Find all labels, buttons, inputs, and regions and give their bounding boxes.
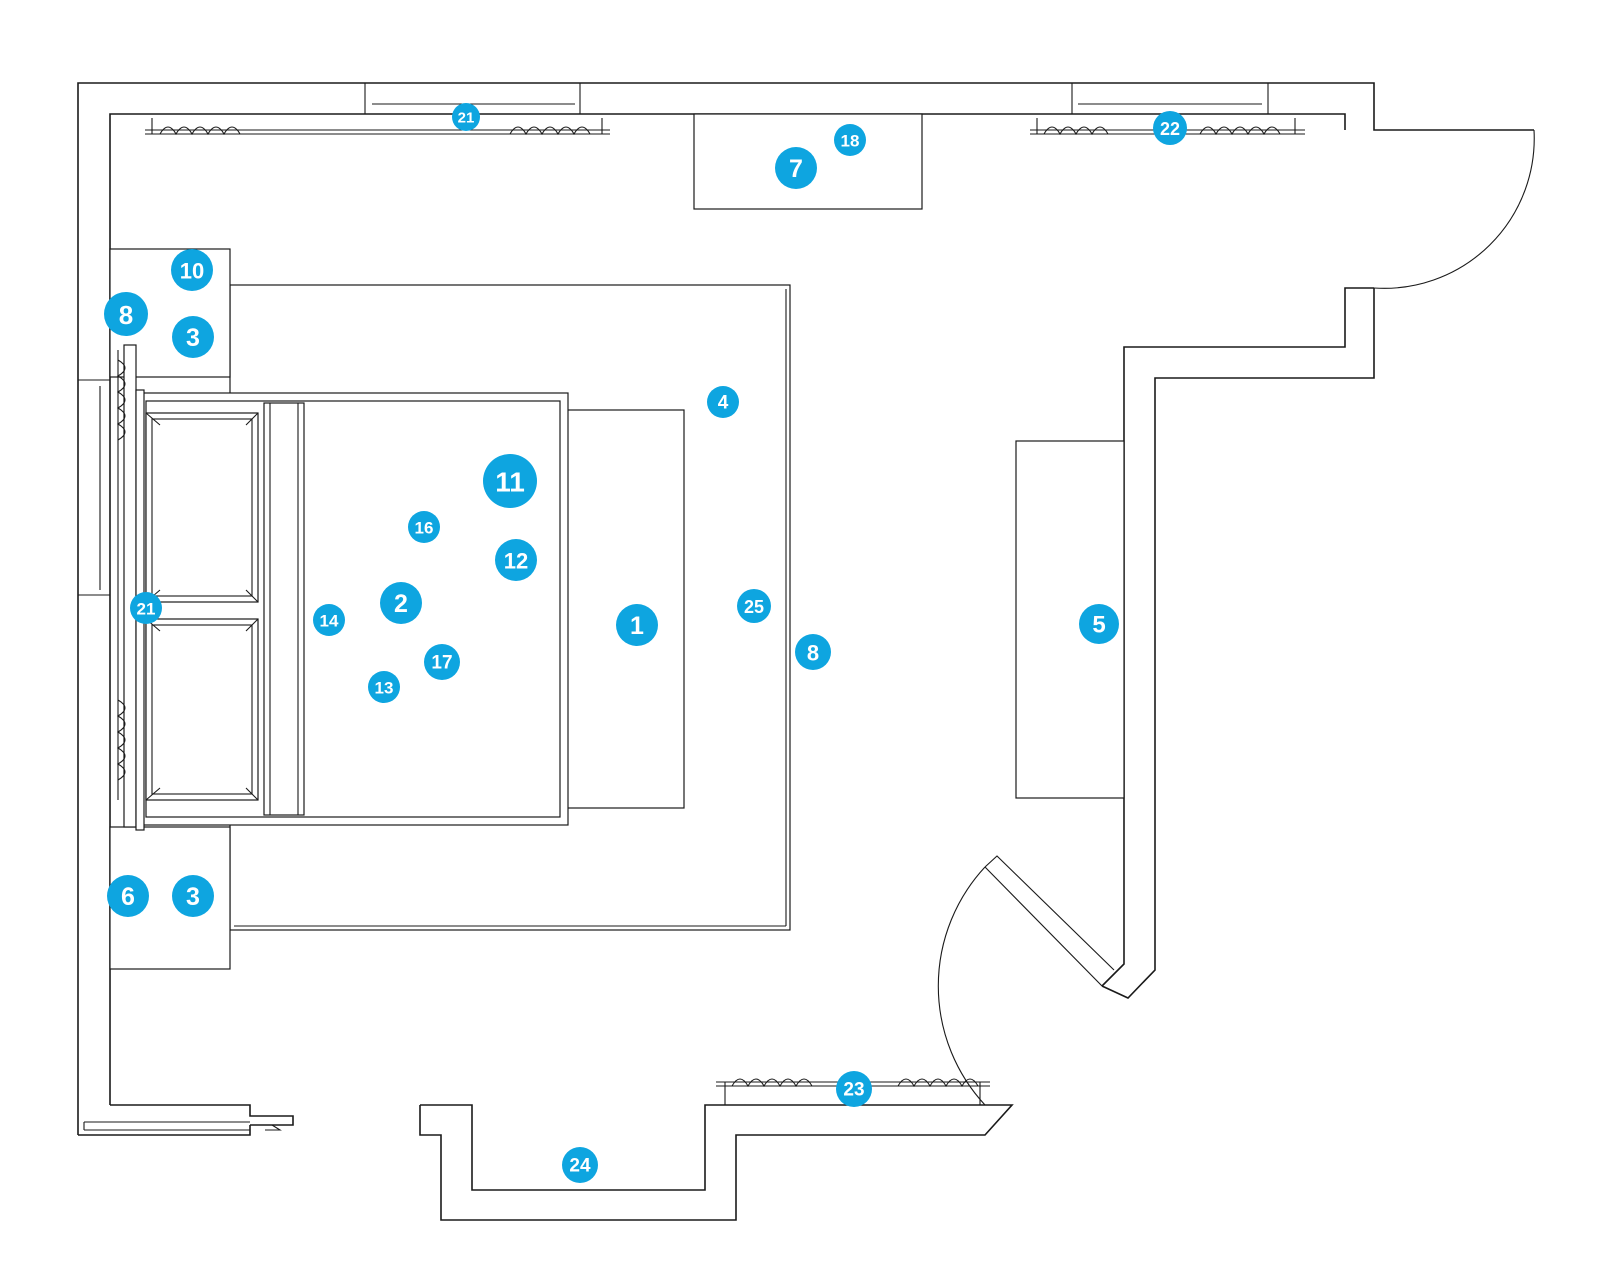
marker-circle [795,634,831,670]
walls [77,82,1534,1221]
marker-21: 21 [452,103,480,131]
marker-label: 3 [186,324,200,352]
marker-circle [562,1147,598,1183]
marker-label: 8 [807,641,819,666]
marker-label: 17 [431,653,452,674]
marker-label: 7 [789,155,803,183]
marker-label: 11 [495,467,525,498]
marker-2: 2 [380,582,422,624]
marker-23: 23 [836,1071,872,1107]
marker-label: 8 [119,300,133,330]
furniture [109,113,1125,970]
marker-label: 22 [1160,119,1180,139]
marker-6: 6 [107,875,149,917]
marker-16: 16 [408,511,440,543]
marker-label: 12 [504,549,528,574]
marker-label: 2 [394,590,408,618]
marker-label: 4 [718,393,729,414]
marker-5: 5 [1079,604,1119,644]
marker-3: 3 [172,316,214,358]
marker-label: 18 [841,132,860,151]
marker-8: 8 [795,634,831,670]
marker-label: 24 [569,1156,591,1177]
marker-circle [130,592,162,624]
markers: 21 18 7 22 10 8 3 4 11 16 12 2 14 21 17 13 1 25 8 5 6 3 23 24 [104,103,1187,1183]
marker-circle [707,386,739,418]
marker-21: 21 [130,592,162,624]
marker-circle [775,147,817,189]
marker-3: 3 [172,875,214,917]
marker-label: 10 [180,259,204,284]
marker-circle [172,316,214,358]
marker-circle [836,1071,872,1107]
marker-circle [171,249,213,291]
marker-label: 14 [320,612,339,631]
marker-label: 1 [630,612,644,640]
marker-25: 25 [737,589,771,623]
marker-14: 14 [313,604,345,636]
marker-label: 3 [186,883,200,911]
marker-label: 25 [744,597,764,617]
marker-label: 21 [137,600,156,619]
marker-4: 4 [707,386,739,418]
door-arcs [937,129,1535,1106]
marker-circle [616,604,658,646]
marker-22: 22 [1153,111,1187,145]
marker-12: 12 [495,539,537,581]
marker-circle [408,511,440,543]
marker-label: 13 [375,679,394,698]
marker-circle [380,582,422,624]
marker-24: 24 [562,1147,598,1183]
curtains [116,118,1305,1105]
marker-circle [172,875,214,917]
marker-18: 18 [834,124,866,156]
marker-10: 10 [171,249,213,291]
marker-label: 23 [843,1080,864,1101]
marker-circle [107,875,149,917]
marker-1: 1 [616,604,658,646]
marker-13: 13 [368,671,400,703]
marker-label: 21 [458,110,475,127]
marker-label: 16 [415,519,434,538]
marker-8: 8 [104,292,148,336]
marker-circle [834,124,866,156]
marker-label: 6 [121,883,135,911]
marker-circle [313,604,345,636]
marker-circle [368,671,400,703]
marker-circle [737,589,771,623]
marker-11: 11 [483,454,537,508]
marker-circle [495,539,537,581]
marker-circle [104,292,148,336]
marker-circle [1079,604,1119,644]
marker-label: 5 [1092,612,1105,639]
marker-circle [483,454,537,508]
marker-17: 17 [424,644,460,680]
marker-circle [1153,111,1187,145]
marker-circle [424,644,460,680]
marker-7: 7 [775,147,817,189]
marker-circle [452,103,480,131]
